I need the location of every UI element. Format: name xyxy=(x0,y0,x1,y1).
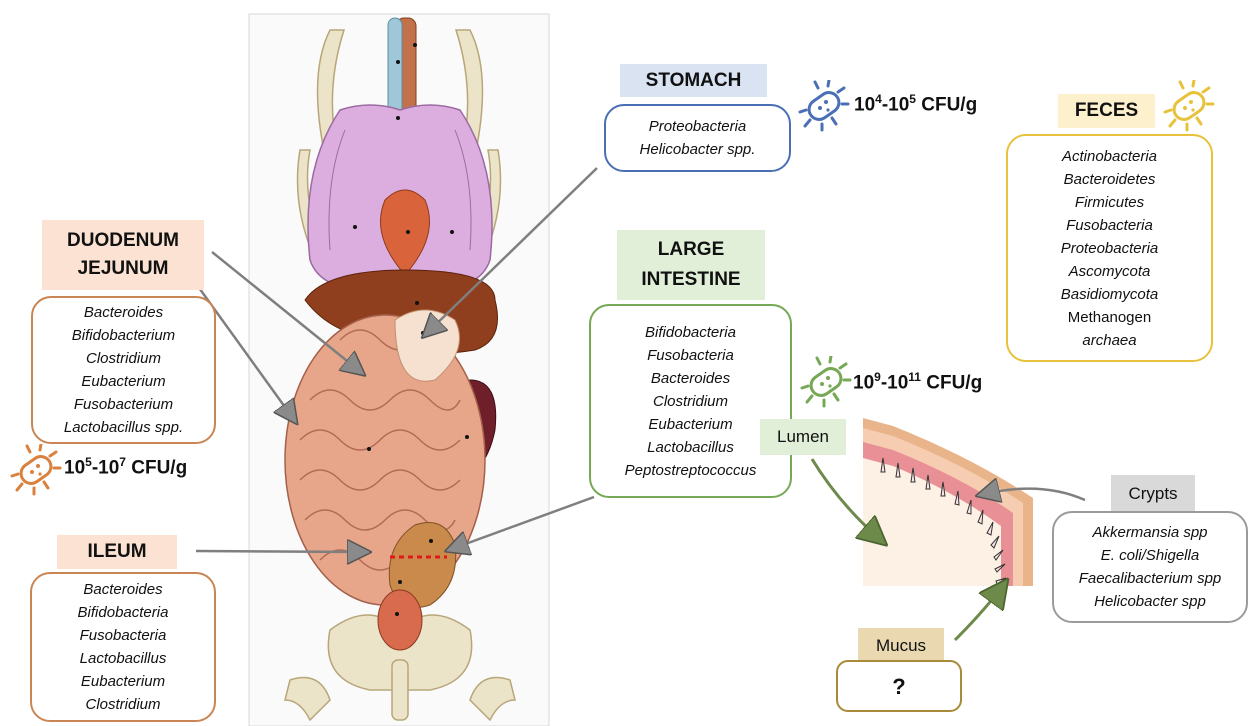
arrow-lumen xyxy=(812,459,883,542)
crypts-item: Akkermansia spp xyxy=(1092,521,1207,544)
bacterium-icon xyxy=(800,356,852,408)
large-intestine-item: Lactobacillus xyxy=(647,436,734,459)
mucus-box: ? xyxy=(836,660,962,712)
duodenum-item: Fusobacterium xyxy=(74,393,173,416)
large-intestine-item: Bacteroides xyxy=(651,367,730,390)
bacterium-icon xyxy=(798,80,850,132)
crypts-item: Faecalibacterium spp xyxy=(1079,567,1222,590)
ileum-item: Bifidobacteria xyxy=(78,601,169,624)
duodenum-item: Clostridium xyxy=(86,347,161,370)
feces-item: Methanogen xyxy=(1068,306,1151,329)
bacterium-icon xyxy=(10,444,62,496)
arrow-stomach xyxy=(425,168,597,335)
large-intestine-item: Fusobacteria xyxy=(647,344,734,367)
large-intestine-box: Bifidobacteria Fusobacteria Bacteroides … xyxy=(589,304,792,498)
mucus-value: ? xyxy=(892,675,905,698)
large-intestine-item: Eubacterium xyxy=(648,413,732,436)
feces-item: Actinobacteria xyxy=(1062,145,1157,168)
duodenum-title-line1: DUODENUM xyxy=(67,227,179,255)
feces-item: archaea xyxy=(1082,329,1136,352)
crypts-item: E. coli/Shigella xyxy=(1101,544,1199,567)
large-intestine-item: Bifidobacteria xyxy=(645,321,736,344)
ileum-item: Bacteroides xyxy=(83,578,162,601)
ileum-item: Fusobacteria xyxy=(80,624,167,647)
stomach-cfu: 104-105 CFU/g xyxy=(854,92,977,116)
lumen-label: Lumen xyxy=(760,419,846,455)
arrow-duodenum xyxy=(212,252,362,373)
large-intestine-cfu: 109-1011 CFU/g xyxy=(853,370,982,394)
crypts-box: Akkermansia spp E. coli/Shigella Faecali… xyxy=(1052,511,1248,623)
feces-item: Proteobacteria xyxy=(1061,237,1159,260)
duodenum-item: Bacteroides xyxy=(84,301,163,324)
feces-title: FECES xyxy=(1058,94,1155,128)
duodenum-cfu: 105-107 CFU/g xyxy=(64,455,187,479)
arrow-mucus xyxy=(955,583,1005,640)
bacterium-icon xyxy=(1163,80,1215,132)
feces-item: Ascomycota xyxy=(1069,260,1151,283)
duodenum-item: Bifidobacterium xyxy=(72,324,175,347)
duodenum-title-line2: JEJUNUM xyxy=(78,255,169,283)
feces-item: Firmicutes xyxy=(1075,191,1144,214)
ileum-title: ILEUM xyxy=(57,535,177,569)
ileum-box: Bacteroides Bifidobacteria Fusobacteria … xyxy=(30,572,216,722)
feces-box: Actinobacteria Bacteroidetes Firmicutes … xyxy=(1006,134,1213,362)
stomach-box: Proteobacteria Helicobacter spp. xyxy=(604,104,791,172)
crypts-title: Crypts xyxy=(1111,475,1195,513)
duodenum-item: Lactobacillus spp. xyxy=(64,416,183,439)
stomach-title: STOMACH xyxy=(620,64,767,97)
mucus-title: Mucus xyxy=(858,628,944,664)
duodenum-title: DUODENUM JEJUNUM xyxy=(42,220,204,290)
feces-item: Bacteroidetes xyxy=(1064,168,1156,191)
feces-item: Fusobacteria xyxy=(1066,214,1153,237)
ileum-item: Lactobacillus xyxy=(80,647,167,670)
large-intestine-title-line1: LARGE xyxy=(658,235,725,265)
large-intestine-title: LARGE INTESTINE xyxy=(617,230,765,300)
ileum-item: Eubacterium xyxy=(81,670,165,693)
ileum-item: Clostridium xyxy=(85,693,160,716)
crypts-item: Helicobacter spp xyxy=(1094,590,1206,613)
duodenum-item: Eubacterium xyxy=(81,370,165,393)
duodenum-box: Bacteroides Bifidobacterium Clostridium … xyxy=(31,296,216,444)
stomach-item: Proteobacteria xyxy=(649,115,747,138)
large-intestine-item: Clostridium xyxy=(653,390,728,413)
large-intestine-item: Peptostreptococcus xyxy=(625,459,757,482)
arrow-large-intestine xyxy=(449,497,594,550)
large-intestine-title-line2: INTESTINE xyxy=(641,265,740,295)
arrow-ileum xyxy=(196,551,367,552)
arrow-crypts xyxy=(980,489,1085,500)
feces-item: Basidiomycota xyxy=(1061,283,1159,306)
stomach-item: Helicobacter spp. xyxy=(640,138,756,161)
